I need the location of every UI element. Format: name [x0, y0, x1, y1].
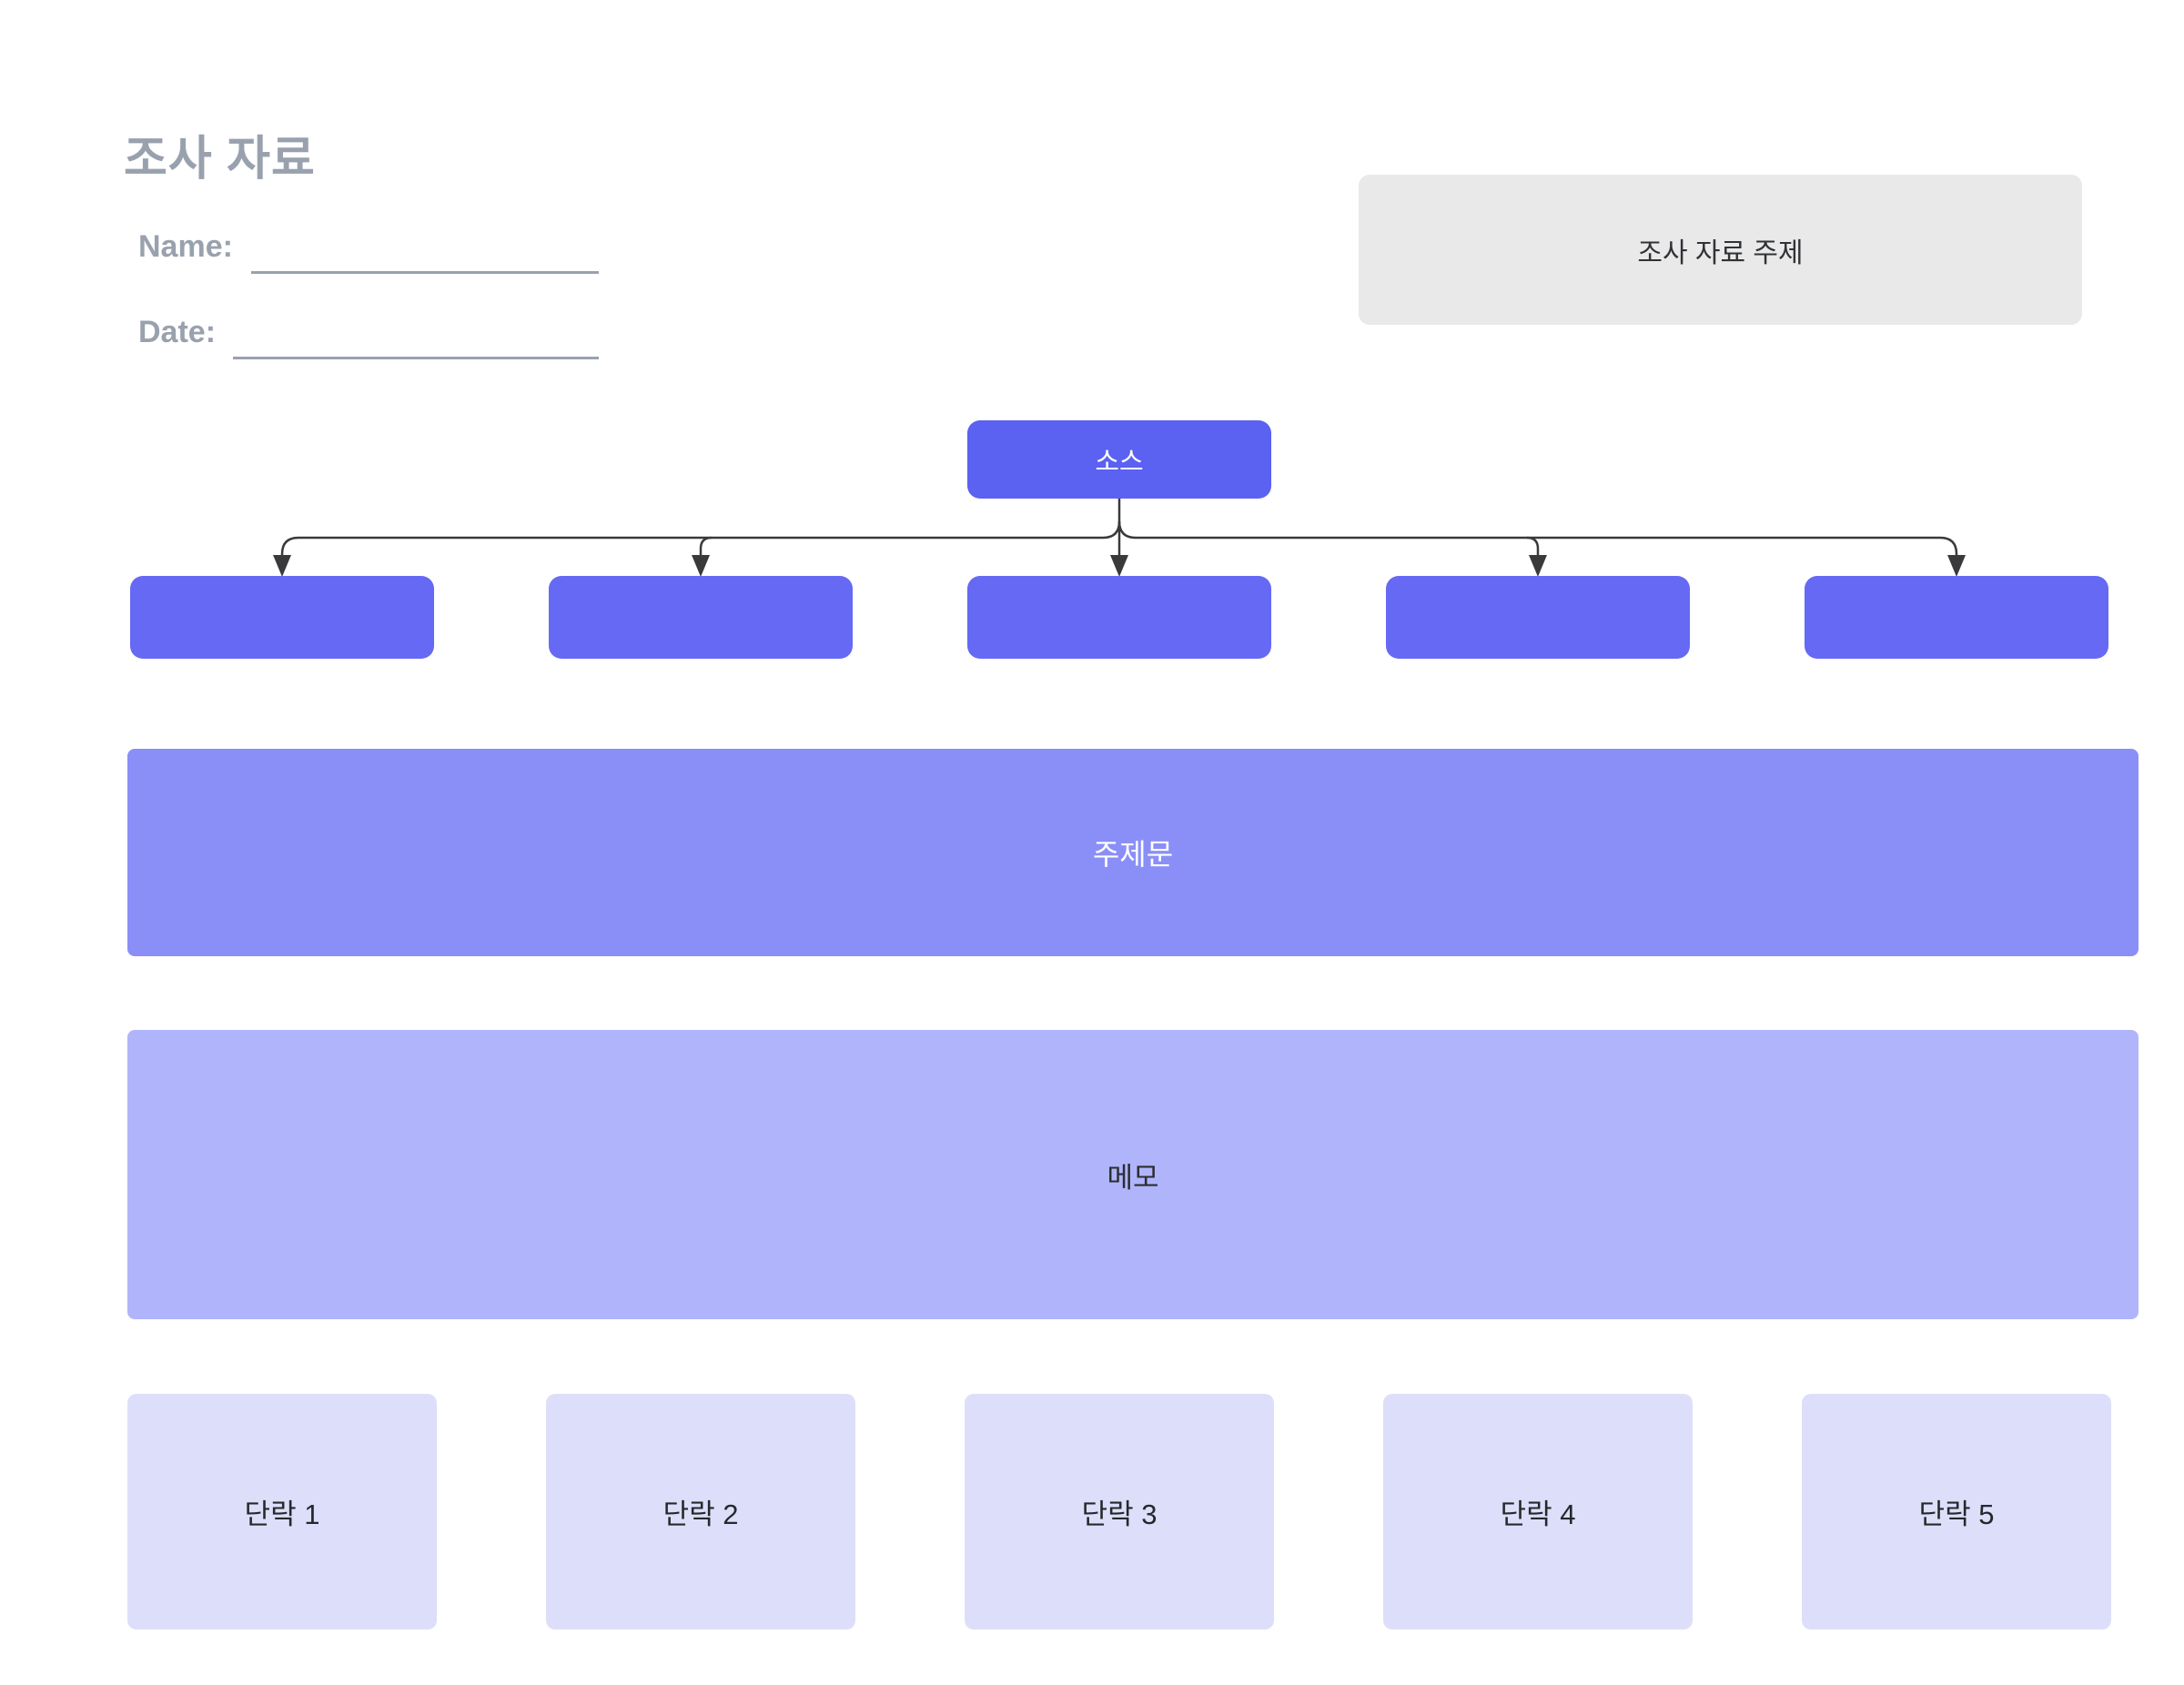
research-topic-label: 조사 자료 주제: [1637, 237, 1804, 268]
paragraph-box-2[interactable]: 단락 2: [546, 1394, 855, 1630]
name-label: Name:: [138, 229, 233, 264]
paragraph-box-5-label: 단락 5: [1918, 1498, 1995, 1530]
paragraph-box-4[interactable]: 단락 4: [1383, 1394, 1693, 1630]
source-item-box-3[interactable]: [967, 576, 1271, 659]
memo-band-label: 메모: [1107, 1161, 1159, 1194]
source-node-label: 소스: [1095, 448, 1144, 477]
source-item-box-2[interactable]: [549, 576, 853, 659]
page-title: 조사 자료: [124, 133, 316, 186]
paragraph-box-5[interactable]: 단락 5: [1802, 1394, 2111, 1630]
paragraph-box-4-label: 단락 4: [1500, 1498, 1576, 1530]
paragraph-box-3[interactable]: 단락 3: [965, 1394, 1274, 1630]
paragraph-box-2-label: 단락 2: [662, 1498, 739, 1530]
thesis-band-label: 주제문: [1092, 838, 1174, 871]
date-label: Date:: [138, 315, 217, 349]
paragraph-box-3-label: 단락 3: [1081, 1498, 1158, 1530]
memo-band[interactable]: 메모: [127, 1030, 2138, 1319]
research-topic-box[interactable]: 조사 자료 주제: [1359, 175, 2082, 325]
source-item-box-4[interactable]: [1386, 576, 1690, 659]
source-item-box-1[interactable]: [130, 576, 434, 659]
name-fill-line[interactable]: [251, 271, 599, 274]
thesis-band[interactable]: 주제문: [127, 749, 2138, 956]
source-item-box-5[interactable]: [1805, 576, 2108, 659]
paragraph-box-1-label: 단락 1: [244, 1498, 320, 1530]
source-node[interactable]: 소스: [967, 420, 1271, 499]
paragraph-box-1[interactable]: 단락 1: [127, 1394, 437, 1630]
date-fill-line[interactable]: [233, 357, 599, 359]
